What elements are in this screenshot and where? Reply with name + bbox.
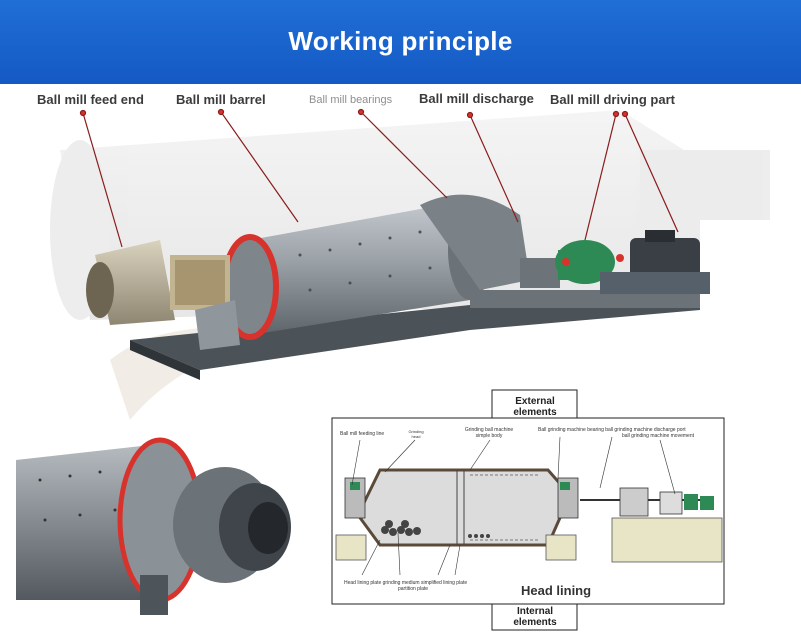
page-title: Working principle [288,26,513,56]
label-grinding-head: Grinding head [408,429,424,439]
label-movement: ball grinding machine movement [622,433,694,439]
feed-end [86,240,240,350]
label-feeding-line: Ball mill feeding line [340,431,385,437]
schematic-diagram [331,389,725,631]
callout-bearings: Ball mill bearings [309,94,393,106]
label-machine-body: Grinding ball machine simple body [464,427,514,439]
callout-lines [79,108,679,248]
internal-elements-label: Internal elements [513,606,557,628]
discharge-housing [420,194,530,290]
header-banner: Working principle [0,0,801,84]
mill-base [130,290,700,380]
drive-unit [520,230,710,294]
callout-barrel: Ball mill barrel [176,92,266,107]
callout-feed-end: Ball mill feed end [37,92,144,107]
label-bearing-discharge: Ball grinding machine bearing ball grind… [538,427,686,433]
callout-discharge: Ball mill discharge [419,91,534,106]
callout-driving-part: Ball mill driving part [550,92,675,107]
head-lining-label: Head lining [521,583,592,598]
mill-photo [16,437,291,615]
external-elements-label: External elements [513,396,557,418]
label-bottom-line2: partition plate [398,586,429,592]
label-bottom-line1: Head lining plate grinding medium simpli… [344,580,468,586]
